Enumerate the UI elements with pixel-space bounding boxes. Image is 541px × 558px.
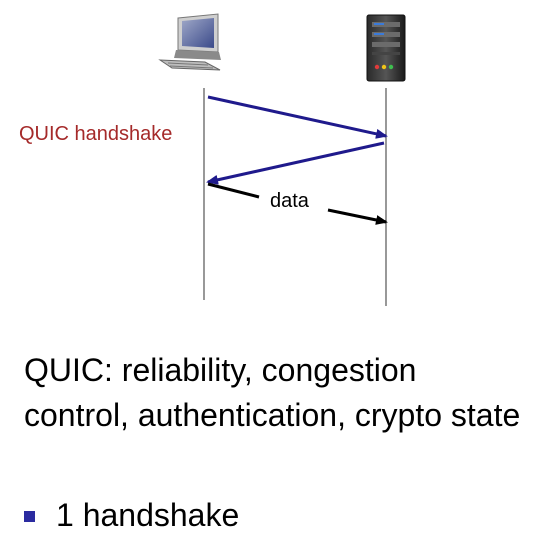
desktop-computer-icon bbox=[158, 13, 221, 71]
bullet-text: 1 handshake bbox=[56, 497, 240, 533]
quic-description: QUIC: reliability, congestion control, a… bbox=[24, 352, 521, 433]
data-arrow-segment-start bbox=[207, 182, 260, 199]
data-label: data bbox=[268, 190, 311, 213]
diagram-canvas bbox=[158, 13, 406, 306]
quic-handshake-label: QUIC handshake bbox=[19, 123, 173, 145]
bullet-item: 1 handshake bbox=[24, 493, 239, 538]
handshake-arrow-to-server bbox=[207, 95, 388, 139]
quic-handshake-diagram: QUIC handshake data bbox=[19, 13, 406, 306]
square-bullet-icon bbox=[24, 511, 35, 522]
server-tower-icon bbox=[366, 14, 406, 82]
data-arrow-segment-end bbox=[327, 208, 388, 225]
handshake-arrow-to-client bbox=[206, 141, 385, 185]
